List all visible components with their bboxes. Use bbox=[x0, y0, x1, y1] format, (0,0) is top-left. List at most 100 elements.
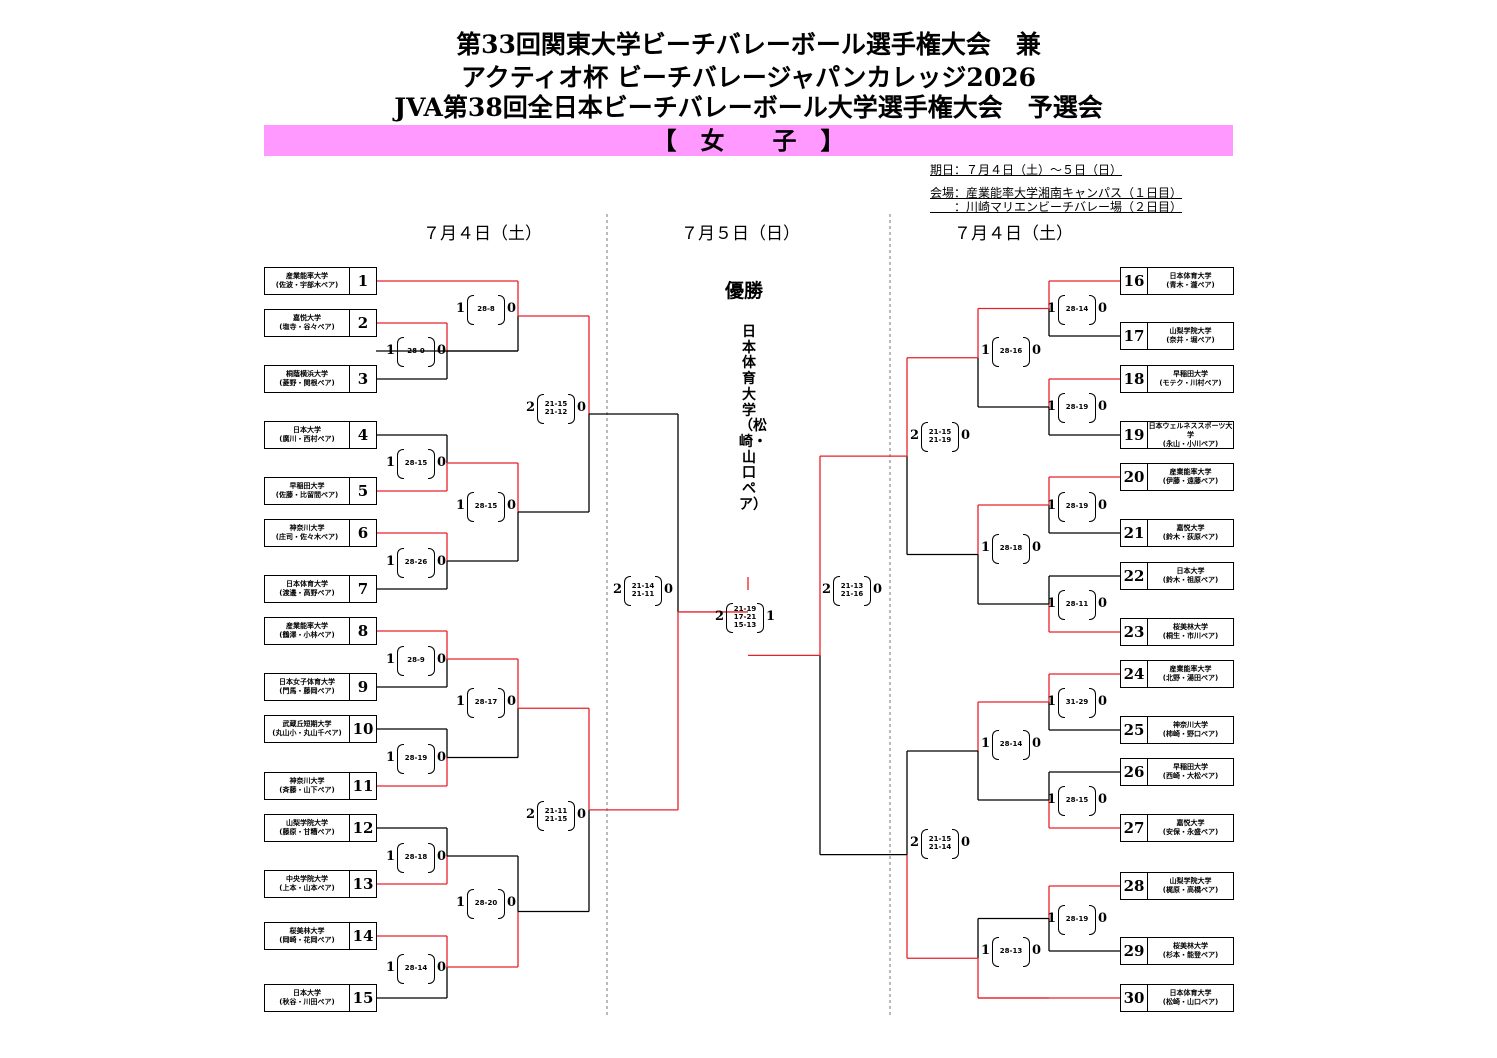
set-scores: 21-11 21-15 bbox=[544, 807, 568, 823]
sets-lost: 0 bbox=[436, 455, 446, 470]
sets-lost: 0 bbox=[1031, 736, 1041, 751]
set-scores: 28-14 bbox=[999, 740, 1023, 748]
sets-lost: 1 bbox=[765, 609, 775, 624]
sets-won: 1 bbox=[1047, 498, 1057, 513]
bracket-paren-left bbox=[397, 843, 404, 873]
team-name-box: 産業能率大学(鶴澤・小林ペア) bbox=[264, 617, 350, 645]
day-label-left: ７月４日（土） bbox=[423, 224, 542, 244]
team-name-box: 産業能率大学(伊藤・遠藤ペア) bbox=[1147, 463, 1234, 491]
title-line-1: 第33回関東大学ビーチバレーボール選手権大会 兼 bbox=[456, 30, 1041, 59]
category-banner: 【 女 子 】 bbox=[264, 125, 1233, 156]
sets-lost: 0 bbox=[1031, 540, 1041, 555]
team-university: 早稲田大学 bbox=[289, 482, 325, 490]
sets-won: 1 bbox=[386, 455, 396, 470]
bracket-paren-left bbox=[537, 801, 544, 831]
sets-lost: 0 bbox=[960, 428, 970, 443]
team-seed: 22 bbox=[1120, 562, 1148, 590]
team-university: 日本体育大学 bbox=[286, 580, 328, 588]
sets-won: 2 bbox=[526, 807, 536, 822]
sets-won: 1 bbox=[386, 343, 396, 358]
team-name-box: 山梨学院大学(梶原・高橋ペア) bbox=[1147, 872, 1234, 900]
sets-lost: 0 bbox=[576, 807, 586, 822]
sets-lost: 0 bbox=[436, 849, 446, 864]
team-seed: 2 bbox=[349, 309, 377, 337]
bracket-paren-right bbox=[498, 688, 505, 718]
set-scores: 28-9 bbox=[407, 656, 425, 664]
set-scores: 28-0 bbox=[407, 347, 425, 355]
team-name-box: 日本体育大学(渡邊・高野ペア) bbox=[264, 575, 350, 603]
team-pair: (鈴木・荻原ペア) bbox=[1162, 533, 1219, 541]
bracket-paren-left bbox=[537, 394, 544, 424]
team-pair: (柿崎・野口ペア) bbox=[1162, 730, 1219, 738]
sets-won: 1 bbox=[1047, 694, 1057, 709]
bracket-paren-right bbox=[1023, 534, 1030, 564]
sets-lost: 0 bbox=[960, 835, 970, 850]
team-seed: 25 bbox=[1120, 716, 1148, 744]
team-pair: (奈井・堀ペア) bbox=[1166, 336, 1215, 344]
bracket-paren-left bbox=[467, 889, 474, 919]
sets-lost: 0 bbox=[1097, 596, 1107, 611]
team-seed: 16 bbox=[1120, 267, 1148, 295]
team-seed: 10 bbox=[349, 715, 377, 743]
bracket-paren-left bbox=[1058, 905, 1065, 935]
set-scores: 28-19 bbox=[1065, 915, 1089, 923]
set-scores: 28-18 bbox=[999, 544, 1023, 552]
day-label-center: ７月５日（日） bbox=[681, 224, 800, 244]
team-pair: (鶴澤・小林ペア) bbox=[279, 631, 335, 639]
bracket-paren-right bbox=[952, 829, 959, 859]
team-name-box: 日本大学(鈴木・祖原ペア) bbox=[1147, 562, 1234, 590]
bracket-paren-right bbox=[1023, 337, 1030, 367]
match-score: 2 21-11 21-15 0 bbox=[526, 799, 586, 831]
set-scores: 28-19 bbox=[404, 754, 428, 762]
team-pair: (秋谷・川田ペア) bbox=[279, 998, 335, 1006]
team-seed: 19 bbox=[1120, 421, 1148, 449]
team-university: 武蔵丘短期大学 bbox=[282, 720, 332, 728]
team-pair: (庄司・佐々木ペア) bbox=[275, 533, 339, 541]
sets-won: 2 bbox=[822, 582, 832, 597]
team-university: 桜美林大学 bbox=[289, 927, 325, 935]
set-scores: 28-8 bbox=[477, 305, 495, 313]
team-seed: 23 bbox=[1120, 618, 1148, 646]
team-name-box: 日本体育大学(青木・瀧ペア) bbox=[1147, 267, 1234, 295]
sets-won: 1 bbox=[981, 943, 991, 958]
bracket-paren-left bbox=[833, 576, 840, 606]
bracket-paren-left bbox=[467, 295, 474, 325]
bracket-paren-left bbox=[397, 548, 404, 578]
team-university: 日本女子体育大学 bbox=[279, 678, 335, 686]
bracket-paren-left bbox=[992, 730, 999, 760]
bracket-paren-right bbox=[952, 422, 959, 452]
team-name-box: 桜美林大学(岡崎・花岡ペア) bbox=[264, 922, 350, 950]
team-university: 桜美林大学 bbox=[1173, 623, 1208, 631]
team-name-box: 武蔵丘短期大学(丸山小・丸山千ペア) bbox=[264, 715, 350, 743]
bracket-paren-right bbox=[428, 449, 435, 479]
set-scores: 21-15 21-14 bbox=[928, 835, 952, 851]
team-name-box: 神奈川大学(柿崎・野口ペア) bbox=[1147, 716, 1234, 744]
sets-won: 1 bbox=[981, 540, 991, 555]
team-university: 中央学院大学 bbox=[286, 875, 328, 883]
team-university: 産業能率大学 bbox=[286, 622, 328, 630]
set-scores: 21-15 21-12 bbox=[544, 400, 568, 416]
bracket-paren-right bbox=[1089, 688, 1096, 718]
team-university: 日本体育大学 bbox=[1169, 989, 1212, 997]
bracket-paren-right bbox=[864, 576, 871, 606]
bracket-paren-right bbox=[1089, 590, 1096, 620]
bracket-paren-left bbox=[1058, 492, 1065, 522]
set-scores: 21-13 21-16 bbox=[840, 582, 864, 598]
team-seed: 7 bbox=[349, 575, 377, 603]
set-scores: 31-29 bbox=[1065, 698, 1089, 706]
title-line-2: アクティオ杯 ビーチバレージャパンカレッジ2026 bbox=[460, 63, 1037, 92]
team-name-box: 日本大学(廣川・西村ペア) bbox=[264, 421, 350, 449]
team-seed: 13 bbox=[349, 870, 377, 898]
team-name-box: 桐蔭横浜大学(菱野・関根ペア) bbox=[264, 365, 350, 393]
team-university: 早稲田大学 bbox=[1173, 763, 1208, 771]
